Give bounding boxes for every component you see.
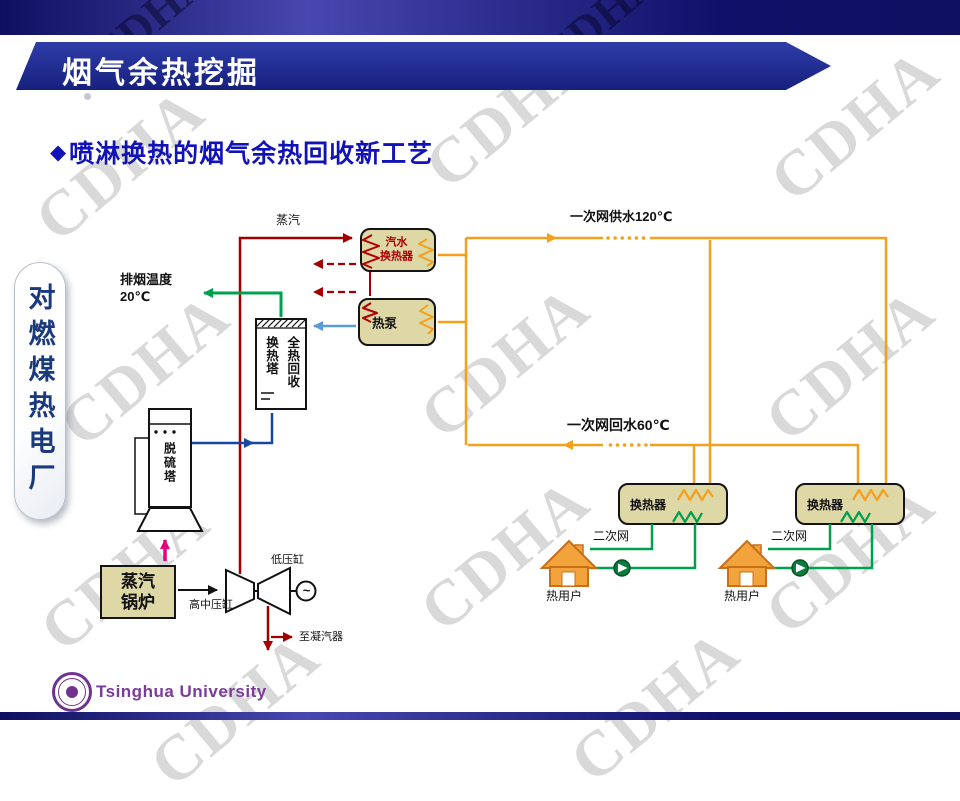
top-bar: CDHA CDHA bbox=[0, 0, 960, 35]
tsinghua-logo-ring bbox=[58, 678, 86, 706]
heat-pump-label: 热泵 bbox=[372, 316, 398, 331]
secondary-net-label: 二次网 bbox=[771, 529, 808, 543]
heat-exchanger-right: 换热器 bbox=[795, 483, 905, 525]
side-label-text: 对燃煤热电厂 bbox=[24, 283, 55, 499]
turbine-icon bbox=[225, 566, 296, 616]
hp-cylinder-label: 高中压缸 bbox=[189, 599, 233, 611]
lp-cylinder-label: 低压缸 bbox=[271, 554, 304, 566]
primary-supply-label: 一次网供水120℃ bbox=[570, 209, 673, 224]
banner-shape bbox=[16, 42, 831, 90]
watermark: CDHA bbox=[531, 0, 669, 35]
desulfurization-tower: 脱硫塔 bbox=[148, 408, 192, 508]
watermark: CDHA bbox=[406, 464, 603, 645]
bottom-bar bbox=[0, 712, 960, 720]
steam-boiler-label: 蒸汽 锅炉 bbox=[121, 571, 155, 612]
page-title: 烟气余热挖掘 bbox=[62, 57, 260, 90]
watermark: CDHA bbox=[46, 279, 243, 460]
heat-recovery-tower: 全热回收换热塔 bbox=[255, 318, 307, 410]
side-label-card: 对燃煤热电厂 bbox=[14, 262, 66, 520]
generator-symbol: ~ bbox=[302, 583, 311, 598]
steam-water-heat-exchanger: 汽水 换热器 bbox=[360, 228, 436, 272]
pump-icon bbox=[613, 559, 631, 577]
heat-user-label: 热用户 bbox=[546, 589, 583, 603]
heat-exchanger-left: 换热器 bbox=[618, 483, 728, 525]
steam-water-hx-label: 汽水 换热器 bbox=[380, 236, 413, 262]
title-banner: 烟气余热挖掘 bbox=[16, 42, 832, 90]
subtitle: ◆ 喷淋换热的烟气余热回收新工艺 bbox=[50, 134, 433, 170]
subtitle-text: 喷淋换热的烟气余热回收新工艺 bbox=[69, 140, 434, 168]
diamond-bullet-icon: ◆ bbox=[50, 140, 67, 164]
exhaust-temp-label: 排烟温度 20℃ bbox=[120, 272, 173, 304]
heat-user-label: 热用户 bbox=[724, 589, 761, 603]
primary-return-label: 一次网回水60℃ bbox=[567, 417, 670, 433]
heat-exchanger-label: 换热器 bbox=[807, 497, 844, 512]
watermark: CDHA bbox=[751, 274, 948, 455]
footer-university-name: Tsinghua University bbox=[96, 682, 267, 701]
banner-dot bbox=[84, 93, 91, 100]
steam-boiler: 蒸汽 锅炉 bbox=[100, 565, 176, 619]
heat-pump: 热泵 bbox=[358, 298, 436, 346]
desulfurization-tower-label: 脱硫塔 bbox=[162, 442, 177, 484]
secondary-net-label: 二次网 bbox=[593, 529, 630, 543]
heat-exchanger-label: 换热器 bbox=[630, 497, 667, 512]
heat-recovery-tower-label: 全热回收换热塔 bbox=[264, 336, 300, 388]
watermark: CDHA bbox=[556, 615, 753, 796]
tsinghua-logo-core bbox=[66, 686, 78, 698]
steam-label: 蒸汽 bbox=[276, 213, 301, 227]
to-condenser-label: 至凝汽器 bbox=[299, 631, 343, 643]
tsinghua-logo bbox=[52, 672, 92, 712]
watermark: CDHA bbox=[136, 619, 333, 800]
watermark: CDHA bbox=[81, 0, 219, 35]
